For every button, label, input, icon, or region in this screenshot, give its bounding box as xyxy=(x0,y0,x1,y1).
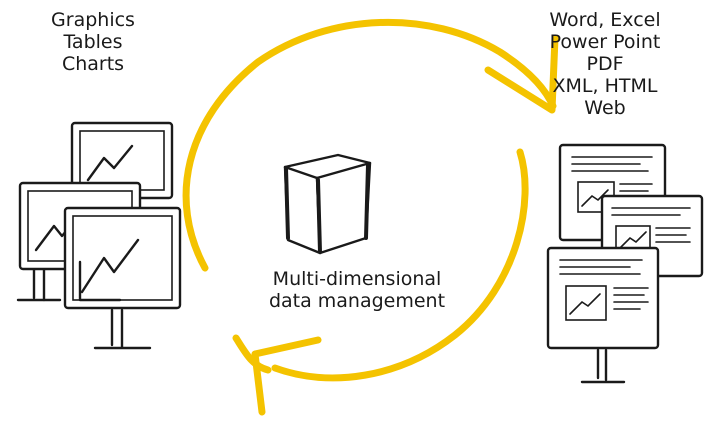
cube-icon xyxy=(283,153,372,255)
right-label-line: XML, HTML xyxy=(552,75,658,97)
left-label: Graphics Tables Charts xyxy=(38,9,148,75)
doc-monitor-front xyxy=(546,246,660,384)
center-label: Multi-dimensional data management xyxy=(262,268,452,312)
right-label-line: Power Point xyxy=(549,31,661,53)
cycle-arrow-left-head xyxy=(251,336,322,416)
cycle-arrows xyxy=(182,18,559,416)
left-label-line: Charts xyxy=(61,53,125,75)
left-label-line: Tables xyxy=(63,31,123,53)
cycle-arrow-bottom-tail xyxy=(232,334,272,374)
center-label-line: data management xyxy=(268,290,446,312)
cycle-arrow-top-head xyxy=(484,34,559,114)
document-monitors-icon xyxy=(546,143,704,384)
right-label-line: PDF xyxy=(586,53,624,75)
cycle-arrow-top xyxy=(182,18,557,272)
cycle-arrow-right xyxy=(271,148,529,382)
left-label-line: Graphics xyxy=(51,9,135,31)
right-label: Word, Excel Power Point PDF XML, HTML We… xyxy=(530,9,680,119)
monitor-front xyxy=(63,206,182,350)
right-label-line: Web xyxy=(584,97,626,119)
center-label-line: Multi-dimensional xyxy=(272,268,442,290)
chart-monitors-icon xyxy=(16,121,182,350)
right-label-line: Word, Excel xyxy=(549,9,661,31)
